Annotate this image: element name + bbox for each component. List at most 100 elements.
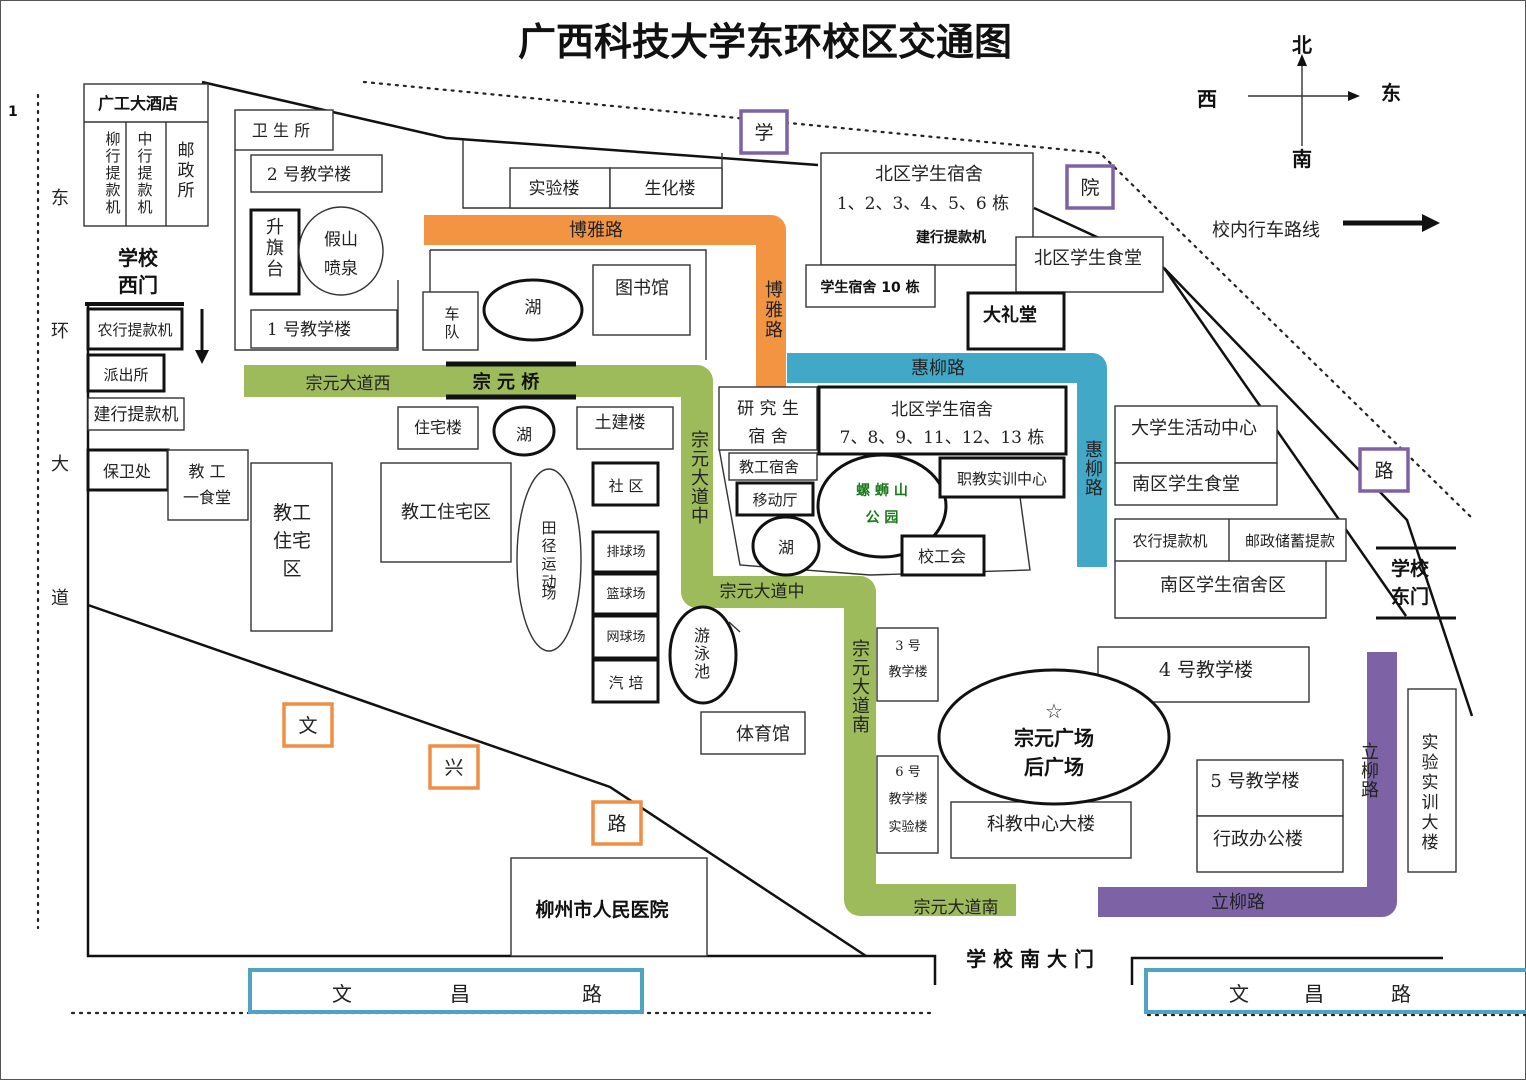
wenchang-road-left: 文 昌 路 — [248, 968, 644, 1014]
gymnasium: 体育馆 — [700, 711, 806, 755]
svg-text:文: 文 — [332, 982, 352, 1006]
svg-text:教工住宅区: 教工住宅区 — [401, 502, 491, 523]
luosishan-park: 螺 蛳 山 公 园 — [816, 453, 948, 559]
svg-text:政: 政 — [178, 161, 195, 181]
svg-text:教工: 教工 — [273, 502, 311, 524]
huiliu-road — [787, 353, 1107, 567]
svg-text:宗: 宗 — [691, 430, 709, 451]
svg-text:北区学生食堂: 北区学生食堂 — [1034, 248, 1142, 269]
svg-text:校工会: 校工会 — [918, 547, 966, 566]
svg-text:1 号教学楼: 1 号教学楼 — [267, 320, 351, 340]
wenxing-road-label: 文 兴 路 — [282, 702, 643, 846]
svg-text:院: 院 — [1080, 177, 1099, 199]
svg-text:提: 提 — [137, 164, 152, 182]
svg-text:径: 径 — [541, 537, 556, 555]
teaching-building-3: 3 号 教学楼 — [876, 627, 939, 702]
biochem-label: 生化楼 — [645, 179, 696, 199]
svg-text:邮: 邮 — [178, 141, 195, 161]
svg-text:柳: 柳 — [1085, 459, 1103, 480]
svg-text:南区学生宿舍区: 南区学生宿舍区 — [1160, 575, 1286, 596]
wenchang-road-right: 文 昌 路 — [1144, 968, 1526, 1014]
security-office: 保卫处 — [86, 448, 170, 492]
svg-text:中: 中 — [691, 506, 709, 527]
ccb-atm-west: 建行提款机 — [87, 397, 185, 431]
svg-text:训: 训 — [1422, 793, 1439, 813]
boya-road — [424, 215, 786, 387]
svg-text:派出所: 派出所 — [103, 366, 148, 384]
staff-dorm: 教工宿舍 — [728, 452, 818, 481]
svg-text:游: 游 — [694, 626, 710, 645]
flag-platform: 升 旗 台 — [249, 208, 301, 296]
staff-housing-left: 教工 住宅 区 — [250, 462, 333, 632]
svg-text:文: 文 — [298, 715, 317, 737]
svg-text:路: 路 — [1361, 780, 1379, 801]
svg-text:东门: 东门 — [1391, 585, 1429, 608]
svg-text:文: 文 — [1229, 982, 1249, 1006]
sports-courts: 社 区 排球场 篮球场 网球场 汽 培 — [591, 461, 660, 704]
north-dorm-7-13: 北区学生宿舍 7、8、9、11、12、13 栋 — [817, 385, 1068, 456]
svg-text:土建楼: 土建楼 — [595, 413, 646, 433]
ccb-atm-north-label: 建行提款机 — [916, 229, 986, 246]
svg-text:后广场: 后广场 — [1024, 755, 1084, 779]
svg-text:柳: 柳 — [105, 130, 120, 148]
svg-text:兴: 兴 — [444, 757, 463, 779]
vocational-center: 职教实训中心 — [938, 456, 1066, 499]
svg-text:卫 生 所: 卫 生 所 — [252, 121, 310, 140]
grad-dorm: 研 究 生 宿 舍 — [718, 386, 818, 451]
svg-text:实: 实 — [1422, 773, 1439, 793]
staff-housing-area: 教工住宅区 — [380, 462, 512, 563]
police-station: 派出所 — [86, 353, 166, 393]
svg-text:假山: 假山 — [324, 230, 358, 250]
svg-text:教工宿舍: 教工宿舍 — [739, 458, 799, 476]
svg-text:款: 款 — [137, 181, 152, 199]
compass-west: 西 — [1197, 87, 1217, 111]
svg-text:研 究 生: 研 究 生 — [737, 399, 799, 419]
svg-text:行: 行 — [137, 147, 152, 165]
dongh-avenue-label: 东 环 大 道 — [51, 188, 69, 609]
labor-union: 校工会 — [900, 534, 986, 577]
residence-building: 住宅楼 — [397, 406, 479, 450]
zongyuan-plaza: ☆ 宗元广场 后广场 — [937, 668, 1171, 806]
svg-text:泳: 泳 — [694, 644, 710, 663]
svg-text:立: 立 — [1361, 742, 1379, 763]
svg-text:北区学生宿舍: 北区学生宿舍 — [891, 400, 993, 420]
swimming-pool: 游 泳 池 — [668, 605, 741, 705]
east-gate: 学校 东门 — [1376, 546, 1456, 620]
svg-text:路: 路 — [582, 982, 602, 1006]
liliu-road-label-h: 立柳路 — [1211, 892, 1265, 913]
svg-text:路: 路 — [765, 320, 783, 341]
legend: 校内行车路线 — [1212, 214, 1440, 241]
svg-text:楼: 楼 — [1422, 833, 1439, 853]
lake-north: 湖 — [482, 278, 584, 342]
svg-text:惠: 惠 — [1085, 440, 1103, 461]
star-icon: ☆ — [1045, 699, 1063, 723]
svg-text:职教实训中心: 职教实训中心 — [957, 470, 1047, 488]
teaching-building-5: 5 号教学楼 — [1196, 759, 1344, 817]
post-office-label: 邮 政 所 — [178, 141, 195, 201]
teaching-building-1: 1 号教学楼 — [250, 309, 398, 349]
svg-text:中: 中 — [137, 130, 152, 148]
svg-text:宗元广场: 宗元广场 — [1014, 726, 1094, 750]
svg-text:2 号教学楼: 2 号教学楼 — [267, 165, 351, 185]
south-canteen: 南区学生食堂 — [1114, 462, 1278, 506]
colored-roads — [244, 215, 1397, 917]
svg-text:学生宿舍 10 栋: 学生宿舍 10 栋 — [820, 279, 919, 296]
svg-text:移动厅: 移动厅 — [752, 491, 797, 509]
direction-arrow-icon — [195, 309, 209, 364]
library: 图书馆 — [592, 264, 691, 336]
svg-text:宗 元 桥: 宗 元 桥 — [473, 371, 541, 393]
svg-text:池: 池 — [694, 662, 710, 681]
auditorium: 大礼堂 — [966, 291, 1066, 351]
svg-text:提: 提 — [105, 164, 120, 182]
basketball-label: 篮球场 — [606, 587, 645, 602]
lab-block: 实验楼 生化楼 — [462, 140, 723, 209]
svg-text:昌: 昌 — [450, 982, 470, 1006]
liliu-road-label-v: 立 柳 路 — [1361, 742, 1379, 801]
motor-pool: 车 队 — [422, 291, 479, 351]
svg-text:喷泉: 喷泉 — [324, 259, 358, 279]
svg-text:南: 南 — [852, 715, 870, 736]
svg-text:南区学生食堂: 南区学生食堂 — [1132, 474, 1240, 495]
svg-text:升: 升 — [266, 217, 284, 238]
svg-text:保卫处: 保卫处 — [103, 462, 151, 481]
